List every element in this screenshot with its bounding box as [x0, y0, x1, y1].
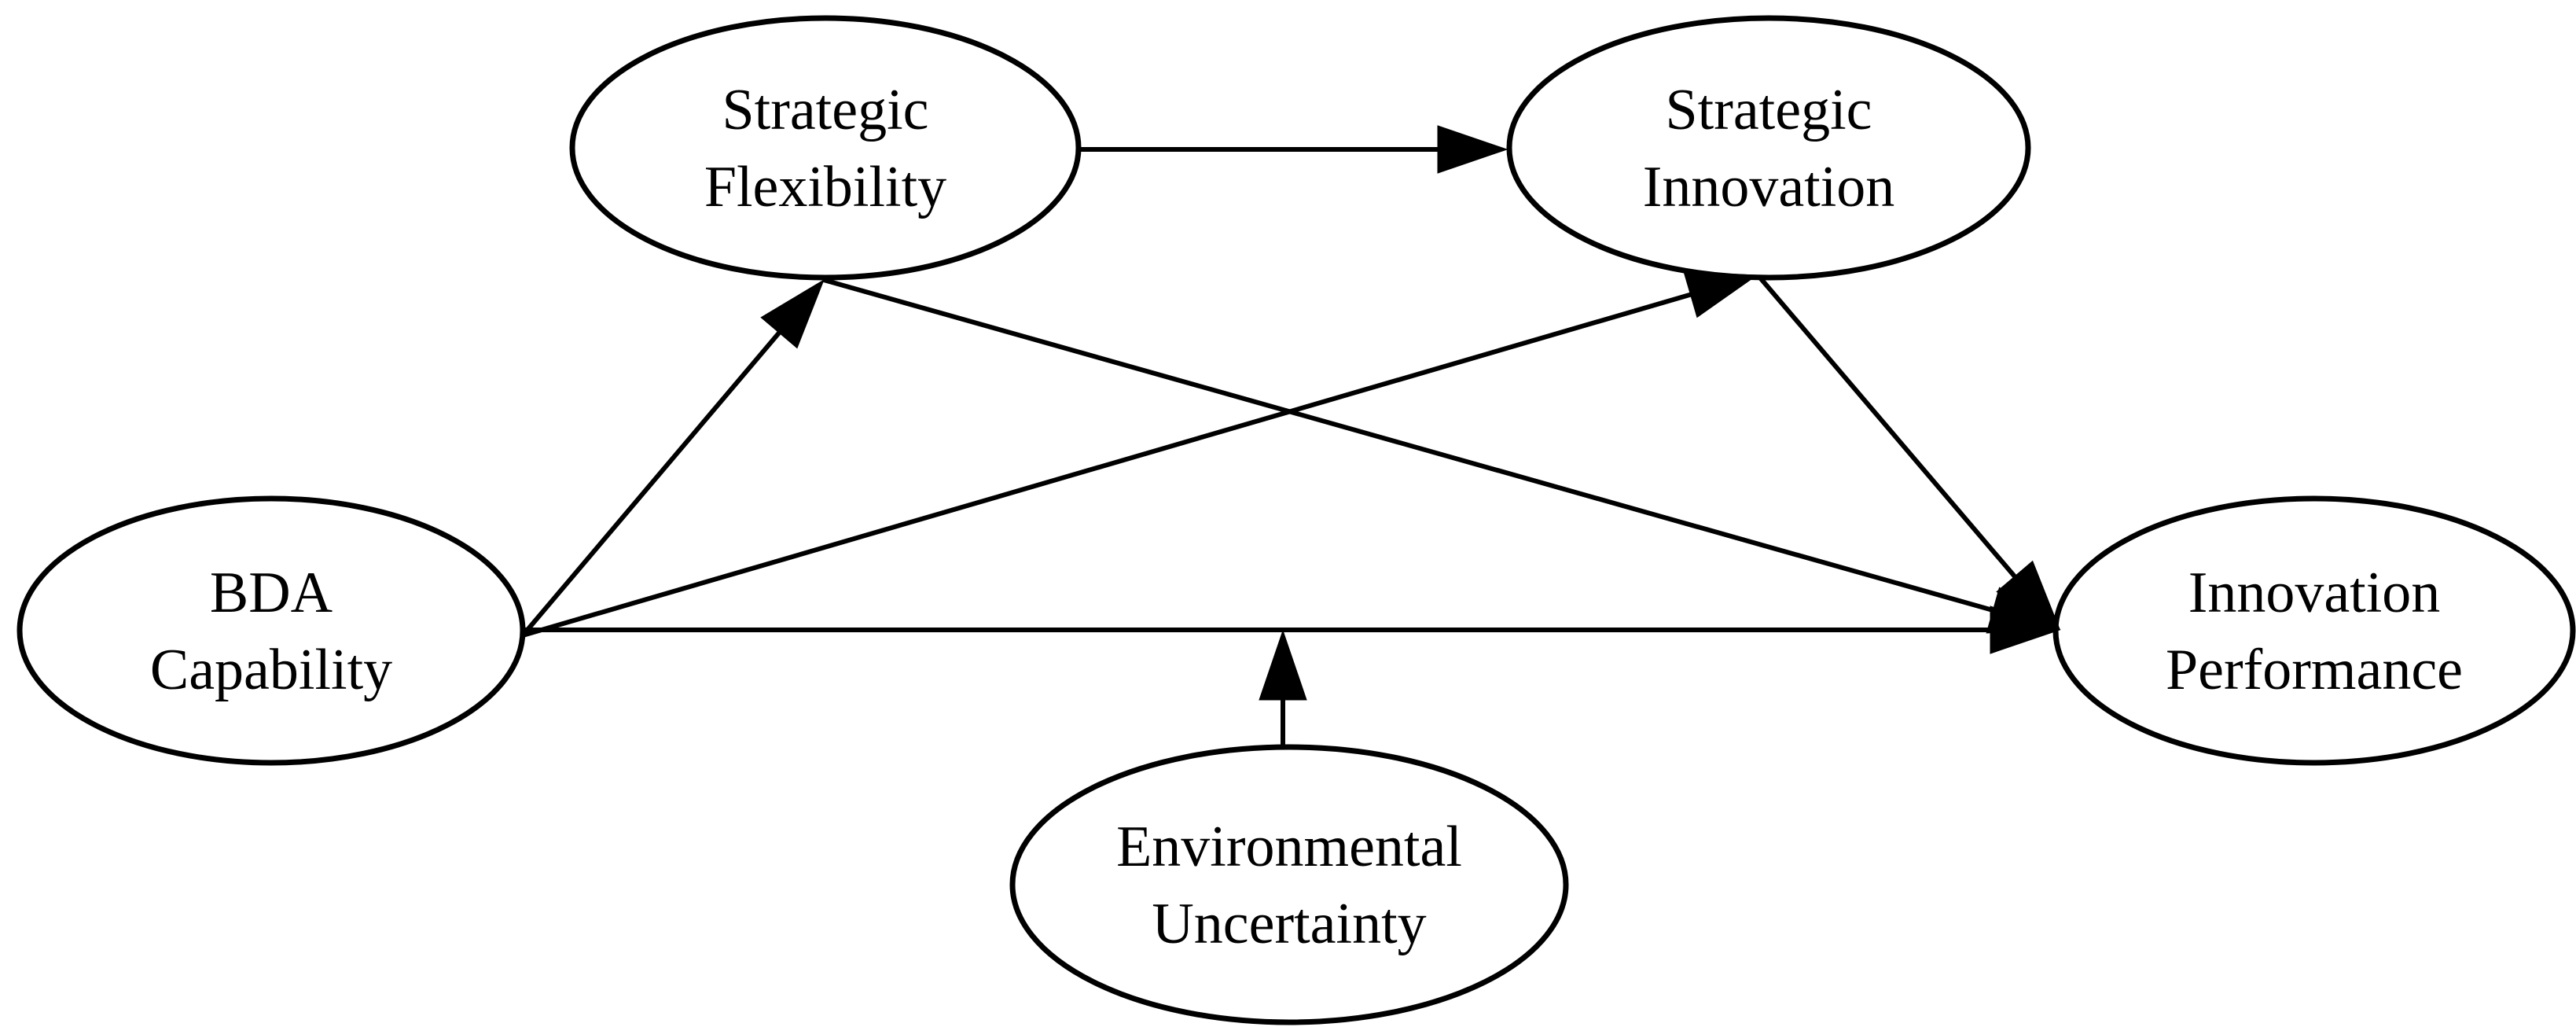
node-environmental-uncertainty-ellipse: [1009, 744, 1569, 1025]
node-strategic-flexibility-label-line-2: Flexibility: [704, 155, 946, 219]
node-innovation-performance-ellipse: [2052, 495, 2576, 766]
edge-strategic-innovation-to-innovation-performance-arrowhead-icon: [1996, 560, 2061, 631]
edge-bda-capability-to-strategic-flexibility-line: [520, 307, 801, 637]
node-strategic-flexibility-ellipse: [569, 15, 1082, 281]
node-bda-capability-label-line-2: Capability: [150, 638, 392, 702]
edge-environmental-uncertainty-moderation-arrowhead-icon: [1259, 629, 1307, 701]
edge-strategic-innovation-to-innovation-performance: [1757, 275, 2061, 631]
edge-strategic-flexibility-to-strategic-innovation-arrowhead-icon: [1437, 125, 1508, 174]
node-innovation-performance-label-line-1: Innovation: [2188, 561, 2441, 625]
node-environmental-uncertainty-label-line-2: Uncertainty: [1152, 892, 1426, 956]
edge-bda-capability-to-strategic-innovation-line: [522, 283, 1722, 638]
node-strategic-innovation-label-line-2: Innovation: [1643, 155, 1895, 219]
node-strategic-flexibility-label-line-1: Strategic: [722, 78, 928, 142]
node-environmental-uncertainty-label-line-1: Environmental: [1116, 815, 1462, 879]
node-strategic-innovation-ellipse: [1506, 15, 2031, 281]
node-bda-capability: BDA Capability: [17, 495, 526, 766]
edge-bda-capability-to-strategic-innovation-arrowhead-icon: [1683, 271, 1758, 318]
node-bda-capability-label-line-1: BDA: [210, 561, 333, 625]
edge-bda-capability-to-innovation-performance: [523, 606, 2061, 654]
edge-strategic-flexibility-to-strategic-innovation: [1079, 125, 1508, 174]
edge-bda-capability-to-strategic-flexibility: [520, 278, 825, 637]
node-strategic-innovation-label-line-1: Strategic: [1665, 78, 1872, 142]
edge-environmental-uncertainty-moderation: [1259, 629, 1307, 747]
edge-bda-capability-to-innovation-performance-arrowhead-icon: [1990, 606, 2061, 654]
node-bda-capability-label: BDA Capability: [150, 561, 392, 702]
edge-bda-capability-to-strategic-flexibility-arrowhead-icon: [760, 278, 825, 349]
edge-strategic-flexibility-to-innovation-performance: [823, 278, 2061, 634]
edge-bda-capability-to-strategic-innovation: [522, 271, 1758, 638]
edge-strategic-flexibility-to-innovation-performance-line: [823, 278, 2024, 621]
node-innovation-performance-label-line-2: Performance: [2166, 638, 2463, 702]
edge-strategic-innovation-to-innovation-performance-line: [1757, 275, 2037, 602]
node-bda-capability-ellipse: [17, 495, 526, 766]
